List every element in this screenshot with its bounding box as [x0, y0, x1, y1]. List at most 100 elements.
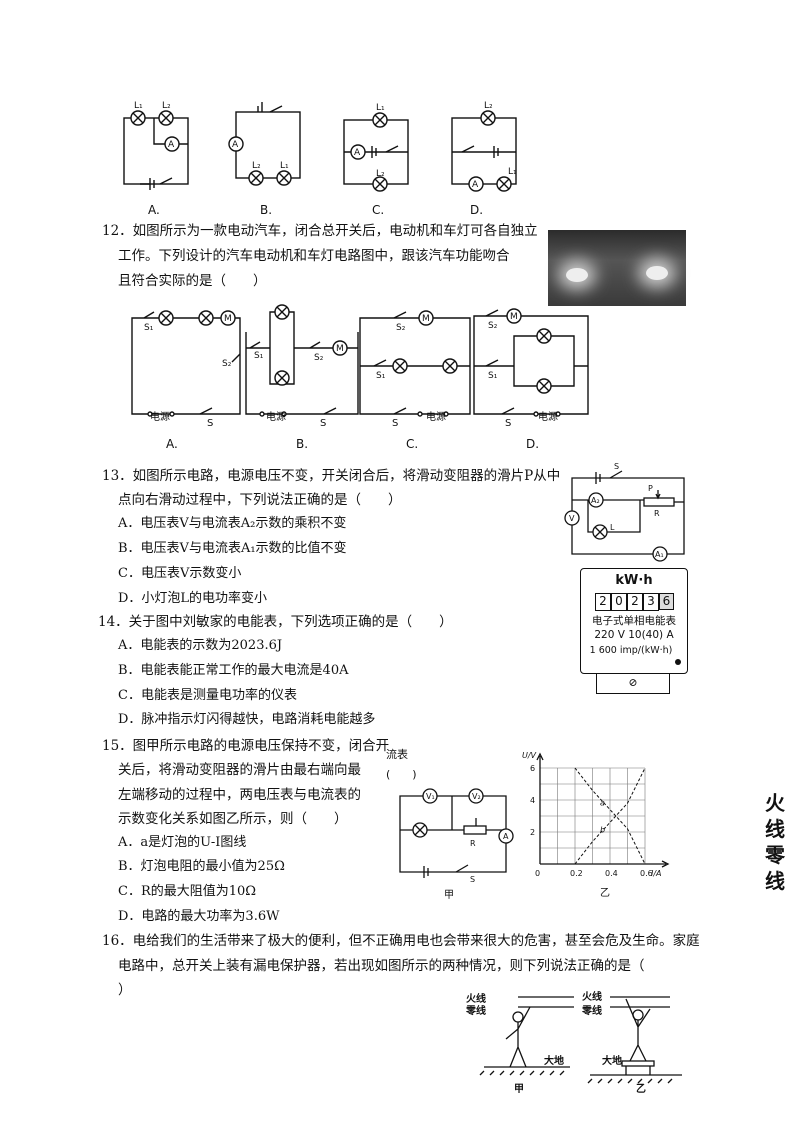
- fig-yi-label: 乙: [600, 888, 610, 899]
- switch-s1-label: S₁: [376, 371, 386, 381]
- q13-option-d: D．小灯泡L的电功率变小: [118, 591, 268, 606]
- jia-fire-line-label: 火线: [466, 994, 486, 1005]
- q13-option-a: A．电压表V与电流表A₂示数的乘积不变: [118, 516, 347, 531]
- lamp-l2-label: L₂: [162, 101, 171, 111]
- motor-m-label: M: [336, 344, 344, 354]
- q16-stem-line-2: 电路中，总开关上装有漏电保护器，若出现如图所示的两种情况，则下列说法正确的是（: [118, 958, 645, 974]
- q15-circuit-jia-svg: V₁ V₂ R A S: [399, 788, 514, 884]
- q15-stem-line-3: 左端移动的过程中，两电压表与电流表的: [118, 787, 361, 803]
- q14-option-d: D．脉冲指示灯闪得越快，电路消耗电能越多: [118, 712, 376, 727]
- q13-stem-line-1: 13．如图所示电路，电源电压不变，开关闭合后，将滑动变阻器的滑片P从中: [102, 468, 561, 484]
- jia-ground-label: 大地: [544, 1056, 564, 1067]
- q13-option-c: C．电压表V示数变小: [118, 566, 242, 581]
- motor-m-label: M: [224, 314, 232, 324]
- x-tick-label: 0.2: [570, 869, 583, 878]
- meter-digits: 2 0 2 3 6: [595, 593, 674, 611]
- meter-digit: 3: [643, 593, 659, 611]
- switch-s2-label: S₂: [488, 321, 498, 331]
- q16-stem-line-3: ）: [118, 982, 132, 998]
- fragment-text: 流表: [386, 748, 408, 761]
- switch-s-label: S: [392, 418, 399, 429]
- voltmeter-v-label: V: [569, 514, 575, 523]
- switch-s-label: S: [320, 418, 327, 429]
- x-axis-arrow: [661, 860, 670, 868]
- q16-stem-line-1: 16．电给我们的生活带来了极大的便利，但不正确用电也会带来很大的危害，甚至会危及…: [102, 933, 700, 949]
- q11-circuits-svg: L₁ L₂ A A L₂ L₁ L₁ A L₂ L₂ A L₁: [123, 101, 517, 192]
- meter-digit-decimal: 6: [659, 593, 674, 610]
- side-fragment: 火线 零线: [765, 790, 794, 894]
- q12-stem-line-3: 且符合实际的是（ ）: [118, 273, 267, 289]
- lamp-l2-label: L₂: [252, 161, 261, 171]
- q16-figures-svg: [479, 996, 682, 1084]
- series-label-a: a: [600, 799, 605, 808]
- q15-stem-line-4: 示数变化关系如图乙所示，则（ ）: [118, 811, 348, 827]
- switch-s-label: S: [207, 418, 214, 429]
- lamp-l2-label: L₂: [484, 101, 493, 111]
- motor-m-label: M: [422, 314, 430, 324]
- q12-circuits-svg: S₁ M S₂ S₁ S₂ M S₂ M S₁ S₂ M S₁: [131, 304, 589, 417]
- ammeter-a-label: A: [472, 180, 479, 190]
- switch-s1-label: S₁: [254, 351, 264, 361]
- lamp-l1-label: L₁: [508, 167, 517, 177]
- q11-label-d: D.: [470, 203, 484, 217]
- lamp-l1-label: L₁: [376, 103, 385, 113]
- motor-m-label: M: [510, 312, 518, 322]
- q14-stem: 14．关于图中刘敏家的电能表，下列选项正确的是（ ）: [98, 614, 453, 630]
- q16-fig-jia-label: 甲: [514, 1084, 524, 1095]
- fragment-paren: ( ): [386, 768, 417, 781]
- y-axis-label: U/V: [522, 751, 537, 760]
- q15-option-c: C．R的最大阻值为10Ω: [118, 884, 257, 899]
- q13-stem-line-2: 点向右滑动过程中，下列说法正确的是（ ）: [118, 492, 402, 508]
- switch-s1-label: S₁: [144, 323, 154, 333]
- yi-ground-label: 大地: [602, 1056, 622, 1067]
- q13-circuit-svg: S A₂ P R V L A₁: [564, 462, 685, 562]
- q12-stem-line-1: 12．如图所示为一款电动汽车，闭合总开关后，电动机和车灯可各自独立: [102, 223, 538, 239]
- q12-label-c: C.: [406, 437, 419, 451]
- meter-terminal-box: ⊘: [596, 673, 670, 694]
- q15-option-d: D．电路的最大功率为3.6W: [118, 909, 280, 924]
- car-headlight-left: [566, 268, 588, 282]
- q11-label-c: C.: [372, 203, 385, 217]
- switch-s2-label: S₂: [396, 323, 406, 333]
- power-source-label: 电源: [266, 412, 286, 423]
- power-source-label: 电源: [150, 412, 170, 423]
- q15-option-b: B．灯泡电阻的最小值为25Ω: [118, 859, 285, 874]
- yi-fire-line-label: 火线: [582, 992, 602, 1003]
- x-tick-label: 0: [535, 869, 540, 878]
- q15-option-a: A．a是灯泡的U-I图线: [118, 835, 247, 850]
- switch-s2-label: S₂: [222, 359, 232, 369]
- side-zero-line: 零线: [765, 843, 785, 893]
- q15-stem-line-1: 15．图甲所示电路的电源电压保持不变，闭合开: [102, 738, 390, 754]
- ammeter-a-label: A: [168, 140, 175, 150]
- q13-option-b: B．电压表V与电流表A₁示数的比值不变: [118, 541, 347, 556]
- x-axis-label: I/A: [651, 869, 662, 878]
- q14-option-b: B．电能表能正常工作的最大电流是40A: [118, 663, 349, 678]
- power-source-label: 电源: [426, 412, 446, 423]
- switch-s2-label: S₂: [314, 353, 324, 363]
- meter-rating: 220 V 10(40) A: [594, 629, 674, 641]
- y-tick-label: 4: [530, 796, 535, 805]
- side-fire-line: 火线: [765, 791, 785, 841]
- power-source-label: 电源: [538, 412, 558, 423]
- car-headlight-right: [646, 266, 668, 280]
- ammeter-a-label: A: [354, 148, 361, 158]
- ammeter-a-label: A: [503, 832, 509, 841]
- rheostat-r-label: R: [470, 839, 476, 848]
- meter-impulse: 1 600 imp/(kW·h): [589, 645, 673, 656]
- q15-stem-line-2: 关后，将滑动变阻器的滑片由最右端向最: [118, 762, 361, 778]
- meter-digit: 0: [611, 593, 627, 611]
- meter-unit: kW·h: [615, 573, 653, 588]
- q11-label-b: B.: [260, 203, 273, 217]
- y-axis-arrow: [536, 752, 544, 761]
- voltmeter-v2-label: V₂: [472, 792, 481, 801]
- electric-car-photo: [548, 230, 686, 306]
- lamp-l1-label: L₁: [134, 101, 143, 111]
- meter-digit: 2: [595, 593, 611, 611]
- ammeter-a-label: A: [232, 140, 239, 150]
- fig-jia-label: 甲: [444, 890, 454, 901]
- lamp-l1-label: L₁: [280, 161, 289, 171]
- yi-zero-line-label: 零线: [582, 1006, 602, 1017]
- x-tick-label: 0.4: [605, 869, 618, 878]
- q12-label-a: A.: [166, 437, 178, 451]
